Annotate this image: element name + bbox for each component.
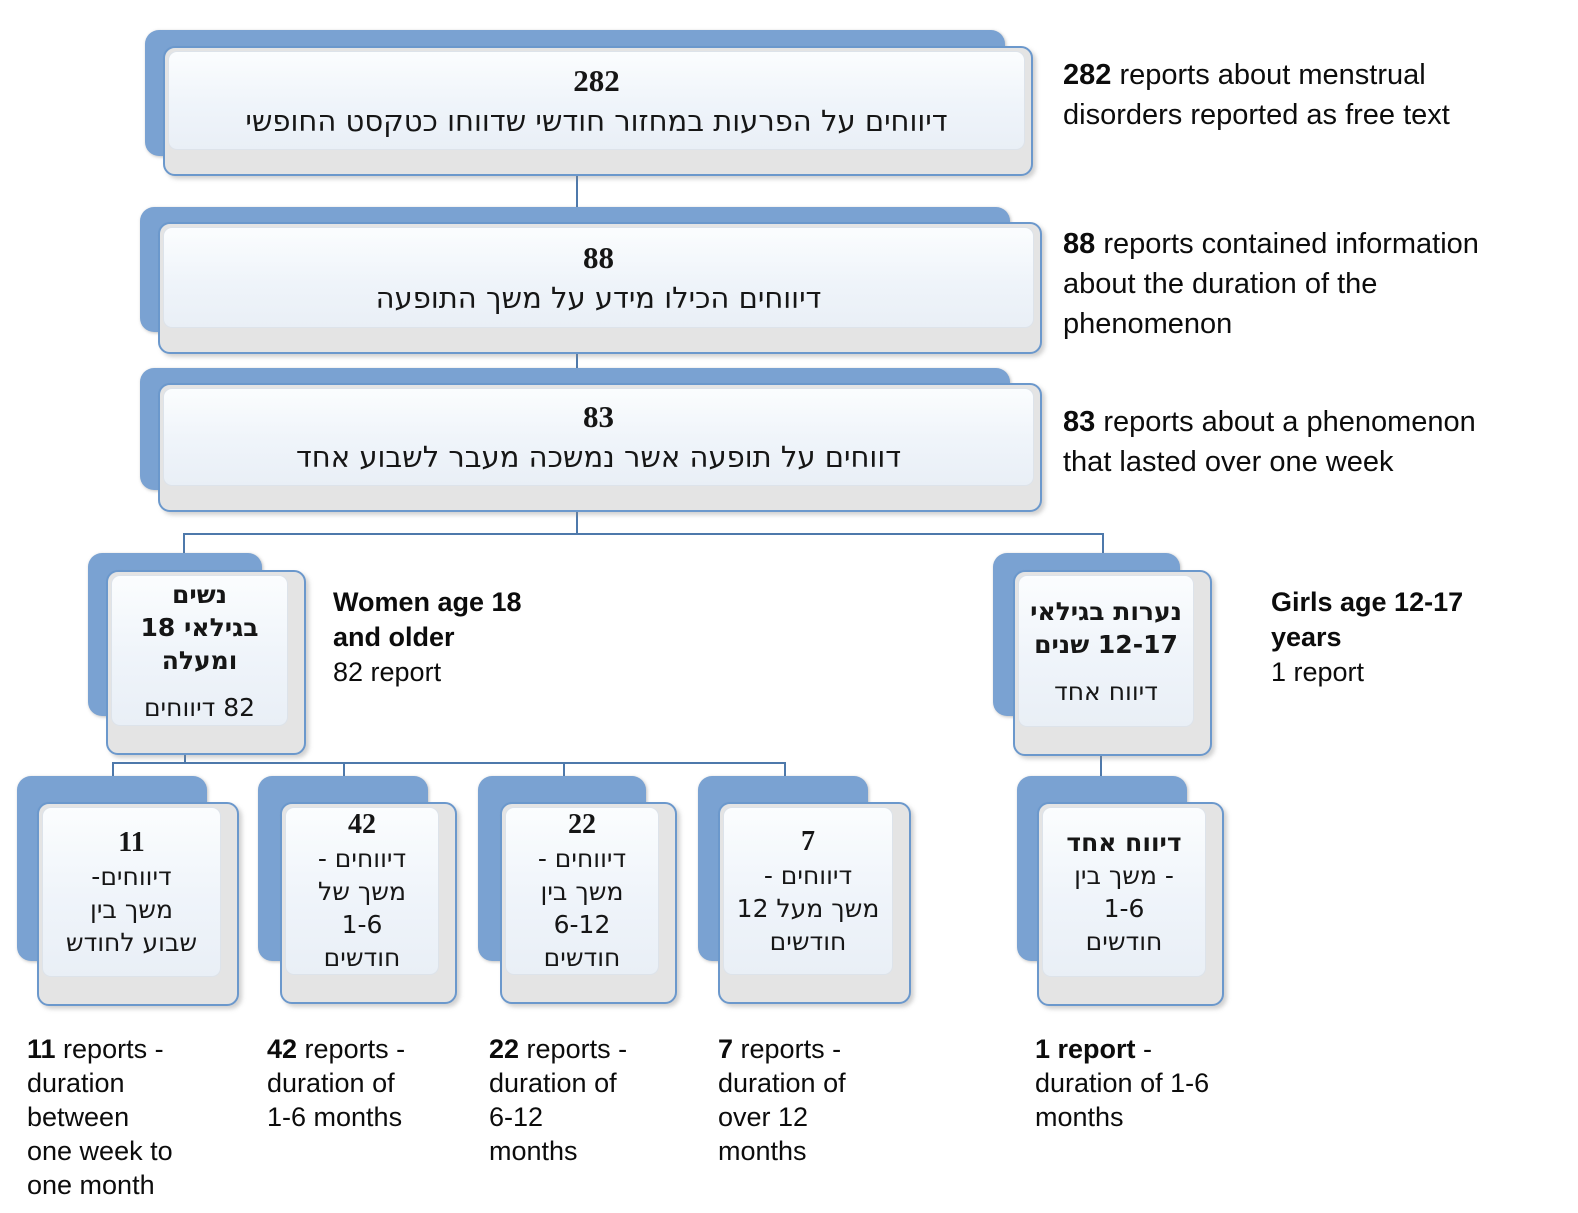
node-number: 22 — [568, 809, 596, 840]
node-number: 88 — [583, 239, 614, 275]
node-number: 83 — [583, 399, 614, 434]
annotation-line: 282 reports about menstrual — [1063, 59, 1426, 91]
node-text: דיווחים הכילו מידע על משך התופעה — [375, 280, 822, 315]
connector-girls-down — [1100, 751, 1102, 778]
connector-88-to-83 — [576, 349, 578, 385]
connector-stub-leaf-7 — [784, 764, 786, 778]
flow-node-83: 83 דווחים על תופעה אשר נמשכה מעבר לשבוע … — [140, 368, 1050, 513]
node-number: 42 — [348, 809, 376, 840]
annotation-subtext: 82 report — [333, 657, 442, 687]
annotation-88: 88 reports contained information about t… — [1063, 224, 1578, 344]
caption-line: 1 report - — [1035, 1034, 1153, 1064]
connector-branch-rail — [183, 533, 1104, 535]
flow-node-88: 88 דיווחים הכילו מידע על משך התופעה — [140, 207, 1050, 357]
connector-stub-leaf-22 — [563, 764, 565, 778]
node-text: דווחים על תופעה אשר נמשכה מעבר לשבוע אחד — [295, 440, 902, 474]
flow-node-282: 282 דיווחים על הפרעות במחזור חודשי שדווח… — [145, 30, 1045, 176]
connector-leaves-rail — [112, 762, 786, 764]
node-panel: 83 דווחים על תופעה אשר נמשכה מעבר לשבוע … — [163, 388, 1034, 486]
connector-stub-leaf-42 — [343, 764, 345, 778]
annotation-line: 88 reports contained information — [1063, 228, 1479, 260]
connector-83-down — [576, 507, 578, 535]
connector-stub-leaf-11 — [112, 764, 114, 778]
annotation-lines: that lasted over one week — [1063, 446, 1394, 478]
annotation-282: 282 reports about menstrual disorders re… — [1063, 55, 1578, 135]
node-number: 11 — [118, 826, 145, 858]
connector-stub-girls — [1102, 535, 1104, 555]
caption-line: 7 reports - — [718, 1034, 842, 1064]
caption-line: 42 reports - — [267, 1034, 406, 1064]
annotation-lines: disorders reported as free text — [1063, 99, 1450, 131]
node-box: 83 דווחים על תופעה אשר נמשכה מעבר לשבוע … — [158, 383, 1042, 512]
node-title: דיווח אחד — [1066, 828, 1182, 857]
connector-root-to-88 — [576, 172, 578, 210]
node-text: דיווחים על הפרעות במחזור חודשי שדווחו כט… — [245, 103, 948, 138]
annotation-83: 83 reports about a phenomenon that laste… — [1063, 402, 1578, 482]
connector-women-down — [184, 750, 186, 764]
node-panel: 88 דיווחים הכילו מידע על משך התופעה — [163, 227, 1034, 328]
caption-line: 11 reports - — [27, 1034, 164, 1064]
node-subtext: 82 דיווחים — [143, 692, 256, 722]
annotation-line: 83 reports about a phenomenon — [1063, 406, 1476, 438]
annotation-subtext: 1 report — [1271, 657, 1365, 687]
caption-line: 22 reports - — [489, 1034, 628, 1064]
node-number: 7 — [801, 825, 815, 857]
node-box: 282 דיווחים על הפרעות במחזור חודשי שדווח… — [163, 46, 1033, 176]
node-box: 88 דיווחים הכילו מידע על משך התופעה — [158, 222, 1042, 354]
node-subtext: דיווח אחד — [1054, 676, 1158, 706]
node-panel: 282 דיווחים על הפרעות במחזור חודשי שדווח… — [168, 51, 1025, 150]
connector-stub-women — [183, 535, 185, 555]
node-number: 282 — [573, 62, 620, 98]
